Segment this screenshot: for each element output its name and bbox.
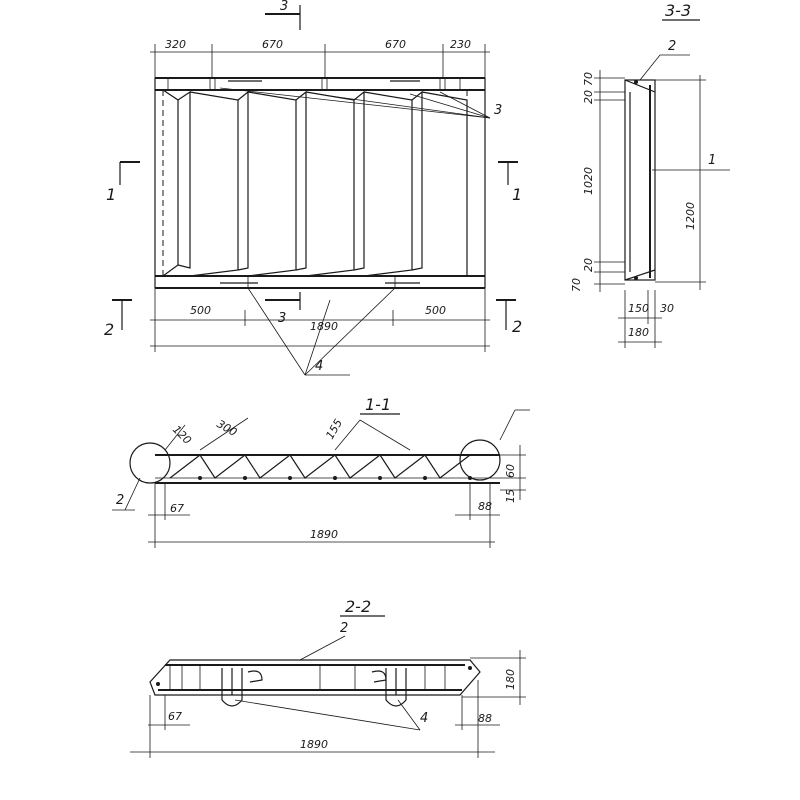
section-2-2: 2-2 2 4 180 (130, 597, 526, 758)
s11-callout-2: 2 (116, 493, 124, 508)
s11-dim-155: 155 (323, 417, 345, 442)
s33-callout-2: 2 (668, 39, 676, 54)
section-1-1: 1-1 120 300 155 60 15 2 (112, 395, 530, 548)
plan-view: 3 4 1 1 2 2 3 3 320 670 670 230 (104, 0, 522, 376)
plan-mark-3-top: 3 (280, 0, 288, 14)
plan-dim-670-a: 670 (262, 38, 283, 51)
plan-dim-500-a: 500 (190, 304, 211, 317)
plan-mark-1-right: 1 (512, 185, 522, 204)
plan-callout-4: 4 (315, 359, 323, 374)
s33-dim-70-top: 70 (582, 72, 595, 86)
s22-dim-67: 67 (168, 710, 182, 723)
s33-dim-70-bottom: 70 (570, 278, 583, 292)
s33-dim-30: 30 (660, 302, 674, 315)
s22-dim-180: 180 (504, 669, 517, 690)
s22-dim-1890: 1890 (300, 738, 328, 751)
s33-callout-1: 1 (708, 153, 716, 168)
plan-dim-670-b: 670 (385, 38, 406, 51)
section-3-3: 3-3 2 1 70 20 1020 20 70 1200 (570, 1, 730, 348)
s22-dim-88: 88 (478, 712, 492, 725)
s22-callout-4: 4 (420, 711, 428, 726)
s11-dim-1890: 1890 (310, 528, 338, 541)
s33-dim-20-top: 20 (582, 90, 595, 104)
s11-dim-300: 300 (215, 417, 240, 439)
s11-dim-88: 88 (478, 500, 492, 513)
section-1-1-title: 1-1 (365, 395, 391, 414)
plan-dim-500-b: 500 (425, 304, 446, 317)
plan-dim-1890: 1890 (310, 320, 338, 333)
s33-dim-20-bottom: 20 (582, 258, 595, 272)
plan-callout-3: 3 (494, 103, 502, 118)
plan-mark-3-bottom: 3 (278, 311, 286, 326)
s11-dim-60: 60 (504, 464, 517, 478)
s33-dim-1020: 1020 (582, 167, 595, 195)
s33-dim-150: 150 (628, 302, 649, 315)
plan-dim-230: 230 (450, 38, 471, 51)
plan-mark-1-left: 1 (106, 185, 116, 204)
section-2-2-title: 2-2 (345, 597, 371, 616)
plan-mark-2-right: 2 (512, 317, 522, 336)
s11-dim-67: 67 (170, 502, 184, 515)
s11-dim-120: 120 (170, 423, 194, 447)
plan-dim-320: 320 (165, 38, 186, 51)
plan-mark-2-left: 2 (104, 320, 114, 339)
s33-dim-180: 180 (628, 326, 649, 339)
section-3-3-title: 3-3 (665, 1, 691, 20)
s11-dim-15: 15 (504, 489, 517, 503)
s22-callout-2: 2 (340, 621, 348, 636)
s33-dim-1200: 1200 (684, 202, 697, 230)
